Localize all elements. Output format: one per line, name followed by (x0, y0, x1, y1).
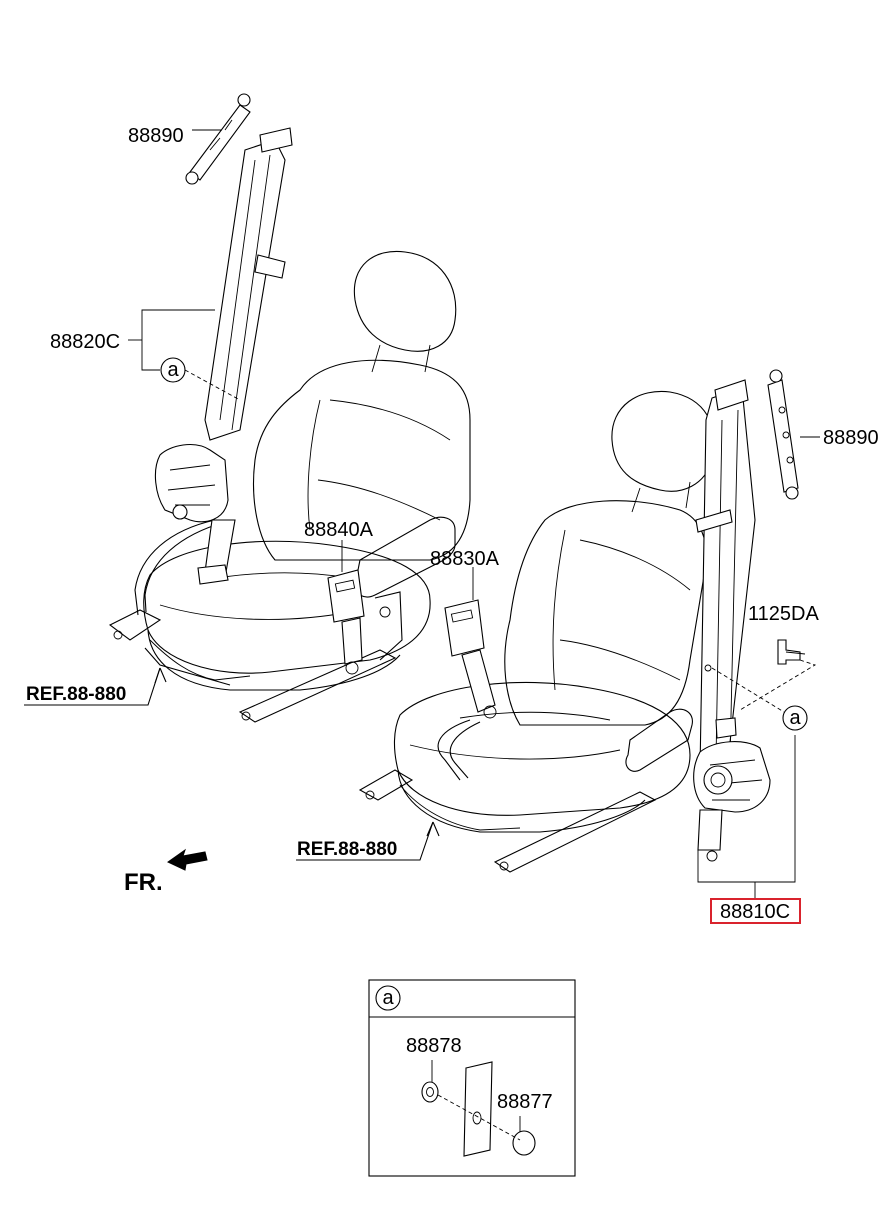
label-88830A: 88830A (430, 548, 500, 570)
label-88840A: 88840A (304, 519, 374, 541)
label-ref-right: REF.88-880 (297, 839, 397, 860)
right-seat (358, 390, 715, 873)
label-88810C: 88810C (720, 901, 790, 923)
circle-a-left (160, 357, 186, 383)
left-seat (108, 250, 471, 723)
inset-title: a (382, 987, 394, 1009)
label-front: FR. (124, 869, 163, 896)
circle-a-left-label: a (167, 359, 179, 381)
label-88890-left: 88890 (128, 125, 184, 147)
label-88820C: 88820C (50, 331, 120, 353)
circle-a-right-label: a (789, 707, 801, 729)
front-direction-arrow (167, 848, 208, 871)
label-ref-left: REF.88-880 (26, 684, 126, 705)
highlight-box-88810C (710, 898, 801, 924)
right-belt-assembly (693, 379, 771, 862)
label-88877: 88877 (497, 1091, 553, 1113)
upper-right-adjuster (767, 369, 799, 500)
right-buckle (444, 599, 497, 719)
inset-detail-a: a 88878 88877 (368, 979, 576, 1177)
right-callout-lines (296, 436, 820, 900)
label-88890-right: 88890 (823, 427, 879, 449)
left-belt-assembly (154, 127, 365, 675)
label-88878: 88878 (406, 1035, 462, 1057)
circle-a-right (782, 705, 808, 731)
label-1125DA: 1125DA (748, 603, 819, 625)
left-callout-lines (24, 129, 343, 706)
upper-left-adjuster (185, 93, 251, 185)
